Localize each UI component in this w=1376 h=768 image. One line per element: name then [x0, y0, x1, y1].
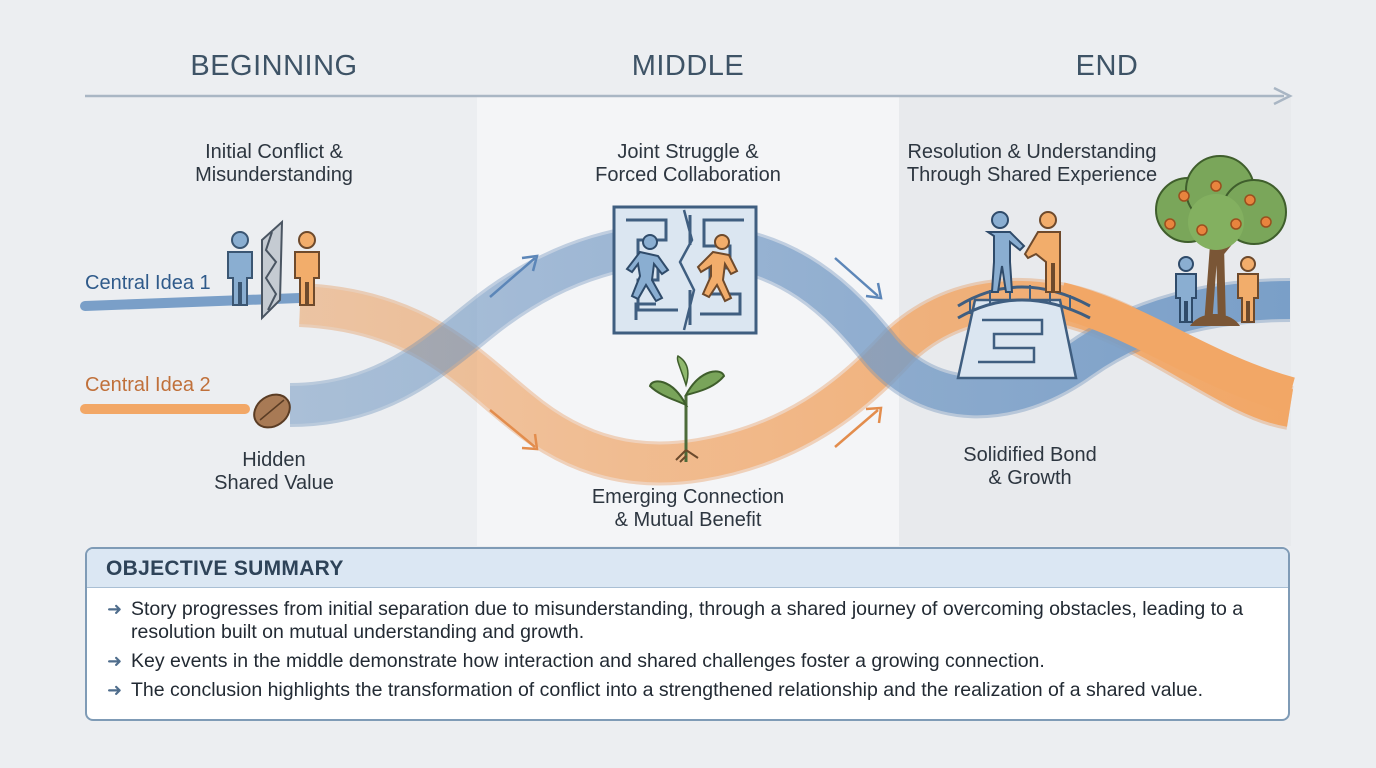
hidden-value-line-2: Shared Value: [214, 472, 334, 494]
conflict-people-icon: [227, 219, 320, 321]
solidified-bond-line-1: Solidified Bond: [963, 444, 1097, 466]
person-icon: [1175, 256, 1197, 323]
summary-point: ➜ Story progresses from initial separatio…: [107, 598, 1268, 644]
person-icon: [625, 234, 670, 303]
central-idea-1-label: Central Idea 1: [85, 272, 211, 294]
arrow-icon: ➜: [107, 599, 123, 619]
tree-icon: [1155, 155, 1287, 326]
maze-icon: [612, 205, 758, 335]
summary-point: ➜ Key events in the middle demonstrate ho…: [107, 650, 1268, 673]
timeline-arrow-icon: [85, 86, 1293, 106]
bridge-icon: [956, 211, 1091, 380]
summary-list: ➜ Story progresses from initial separatio…: [87, 588, 1288, 702]
joint-struggle-line-2: Forced Collaboration: [595, 164, 781, 186]
objective-summary-box: OBJECTIVE SUMMARY ➜ Story progresses from…: [85, 547, 1290, 721]
solidified-bond-label: Solidified Bond & Growth: [870, 444, 1190, 490]
orange-thread-overlap: [1055, 282, 1295, 413]
arrow-icon: ➜: [107, 651, 123, 671]
central-idea-2-label: Central Idea 2: [85, 374, 211, 396]
person-icon: [1237, 256, 1259, 323]
initial-conflict-line-1: Initial Conflict &: [205, 141, 343, 163]
seed-icon: [253, 393, 291, 429]
sprout-icon: [648, 354, 726, 463]
phase-end: END: [1075, 50, 1139, 82]
resolution-line-2: Through Shared Experience: [906, 164, 1158, 186]
person-icon: [984, 211, 1026, 293]
initial-conflict-label: Initial Conflict & Misunderstanding: [114, 141, 434, 187]
solidified-bond-line-2: & Growth: [988, 467, 1072, 489]
summary-point: ➜ The conclusion highlights the transform…: [107, 679, 1268, 702]
joint-struggle-line-1: Joint Struggle &: [617, 141, 759, 163]
summary-point-text: Key events in the middle demonstrate how…: [131, 650, 1045, 672]
arrow-icon: ➜: [107, 680, 123, 700]
hidden-value-line-1: Hidden: [242, 449, 306, 471]
emerging-connection-line-2: & Mutual Benefit: [614, 509, 762, 531]
person-icon: [696, 234, 739, 303]
resolution-line-1: Resolution & Understanding: [907, 141, 1157, 163]
broken-wall-icon: [261, 219, 284, 321]
person-icon: [1023, 211, 1061, 293]
phase-middle: MIDDLE: [631, 50, 745, 82]
resolution-label: Resolution & Understanding Through Share…: [872, 141, 1192, 187]
emerging-connection-line-1: Emerging Connection: [591, 486, 785, 508]
person-icon: [294, 231, 320, 306]
summary-point-text: Story progresses from initial separation…: [131, 598, 1244, 643]
hidden-value-label: Hidden Shared Value: [114, 449, 434, 495]
person-icon: [227, 231, 253, 306]
flow-arrow-icon: [489, 406, 883, 451]
flow-arrow-icon: [489, 254, 883, 300]
emerging-connection-label: Emerging Connection & Mutual Benefit: [528, 486, 848, 532]
joint-struggle-label: Joint Struggle & Forced Collaboration: [528, 141, 848, 187]
summary-point-text: The conclusion highlights the transforma…: [131, 679, 1204, 701]
initial-conflict-line-2: Misunderstanding: [195, 164, 353, 186]
phase-beginning: BEGINNING: [190, 50, 358, 82]
summary-title: OBJECTIVE SUMMARY: [87, 549, 1288, 588]
